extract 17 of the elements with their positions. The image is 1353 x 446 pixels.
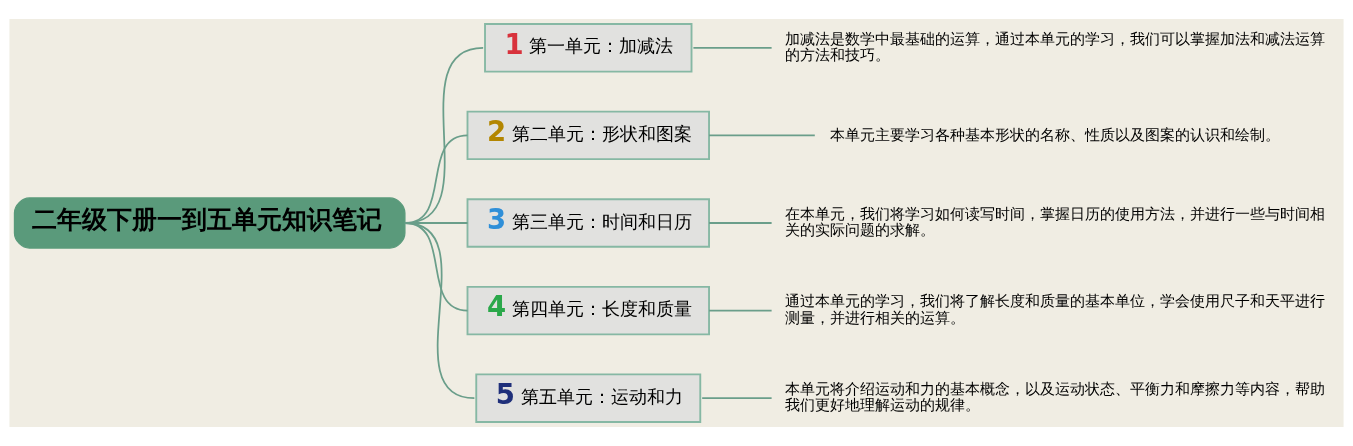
node-text: 通过本单元的学习，我们将了解长度和质量的基本单位，学会使用尺子和天平进行测量，并进行相关的运算。 (784, 292, 1325, 327)
node-box: 二年级下册一到五单元知识笔记 (13, 197, 406, 249)
node-text: 加减法是数学中最基础的运算，通过本单元的学习，我们可以掌握加法和减法运算的方法和技巧。 (784, 29, 1325, 64)
connector (701, 397, 773, 400)
node-text: 在本单元，我们将学习如何读写时间，掌握日历的使用方法，并进行一些与时间相关的实际问题的求解。 (784, 204, 1325, 240)
connector (708, 222, 773, 224)
node-text: 本单元将介绍运动和力的基本概念，以及运动状态、平衡力和摩擦力等内容，帮助我们更好地理解运动的规律。 (784, 379, 1325, 415)
node-box: 2 第二单元：形状和图案 (466, 110, 710, 161)
connector (708, 134, 816, 137)
node-box: 3 第三单元：时间和日历 (466, 198, 710, 248)
node-box: 5 第五单元：运动和力 (475, 373, 702, 423)
node-box: 4 第四单元：长度和质量 (466, 285, 710, 336)
node-box: 1 第一单元：加减法 (484, 23, 693, 73)
connector (708, 309, 773, 312)
node-text: 本单元主要学习各种基本形状的名称、性质以及图案的认识和绘制。 (829, 125, 1280, 144)
connector (692, 46, 773, 49)
connector (404, 222, 476, 400)
